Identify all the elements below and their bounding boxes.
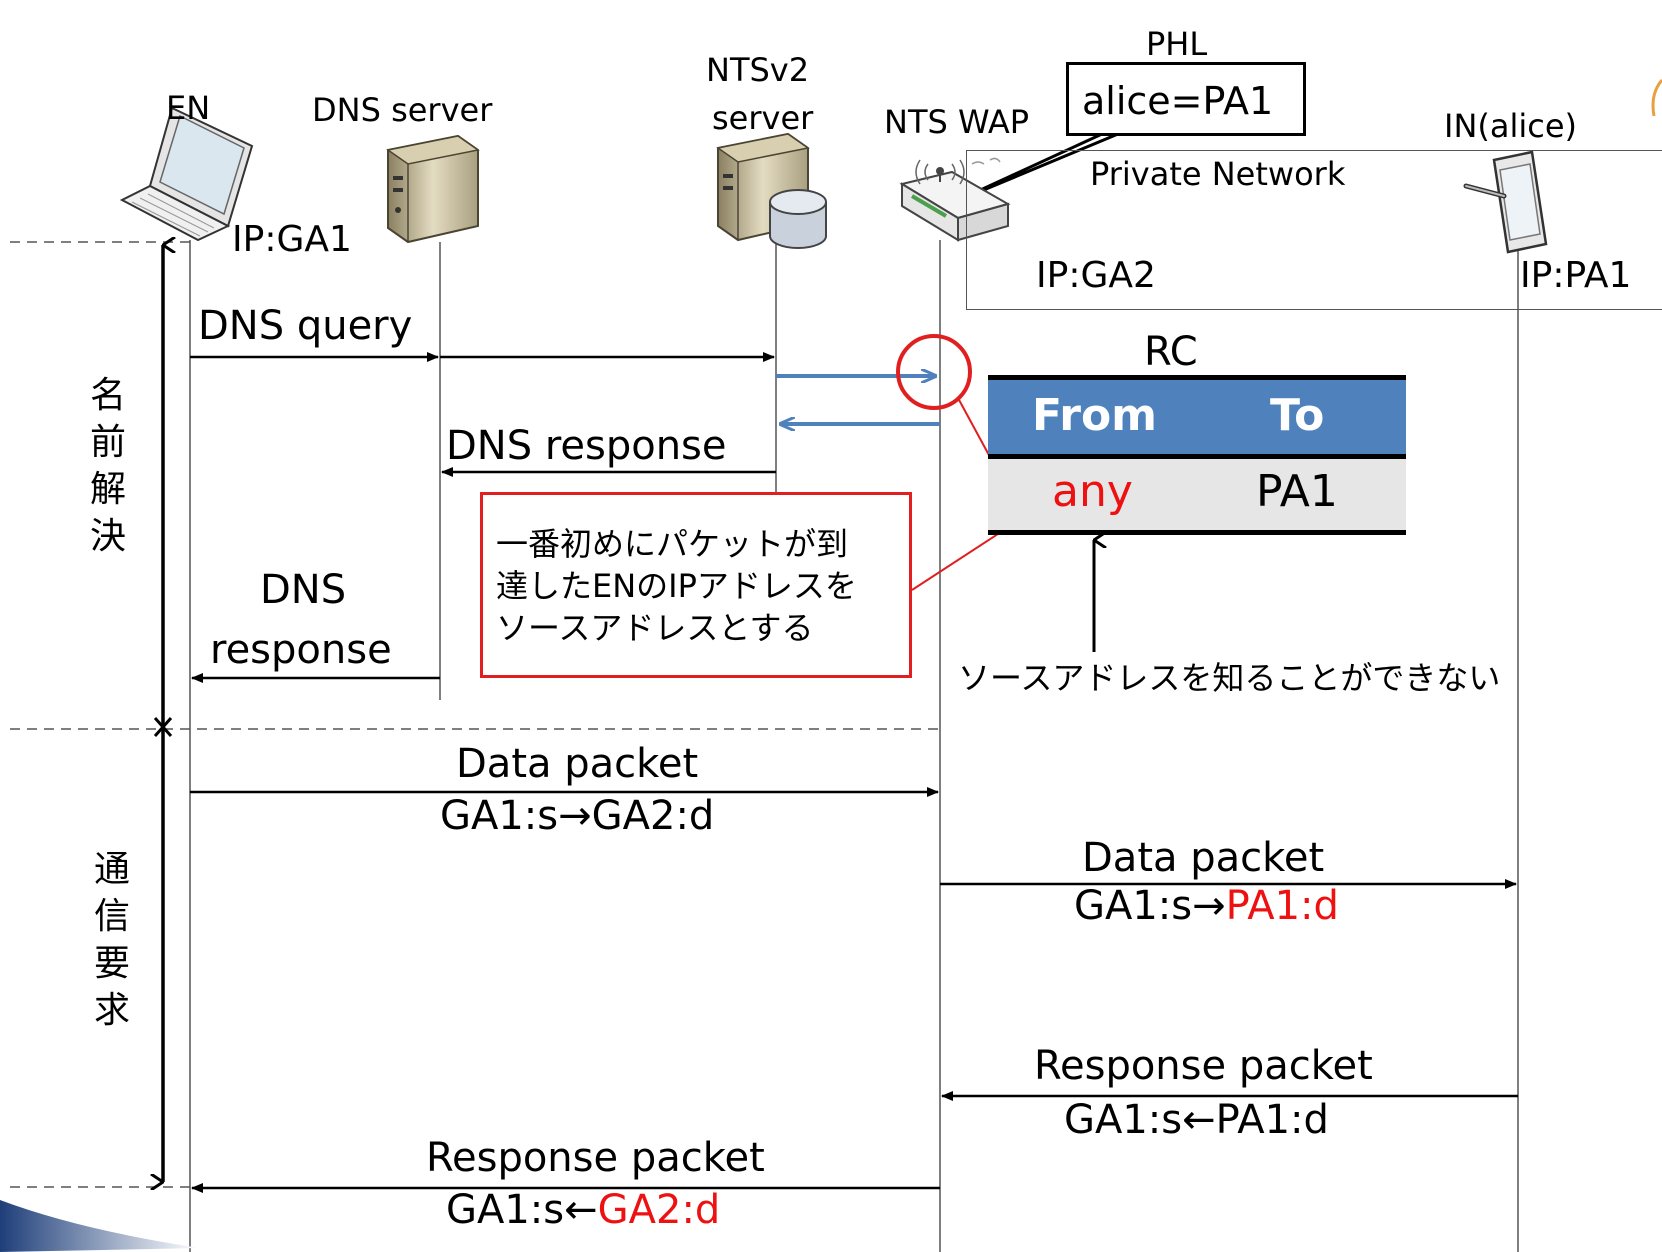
caption-unknown-source: ソースアドレスを知ることができない — [958, 659, 1501, 697]
decorative-wedge — [0, 1200, 200, 1252]
msg-data-packet-2: Data packet — [1082, 835, 1325, 881]
address-wap: IP:GA2 — [1036, 255, 1156, 296]
laptop-icon — [119, 106, 254, 242]
node-label-nts-wap: NTS WAP — [884, 103, 1030, 141]
phase-char: 求 — [93, 990, 130, 1031]
private-network-box — [966, 150, 1662, 310]
dns-server-icon — [386, 134, 480, 244]
node-label-ntsv2-line2: server — [712, 99, 814, 137]
database-icon — [769, 189, 827, 249]
rc-cell-to: PA1 — [1256, 466, 1338, 517]
message-arrows — [190, 352, 1518, 1193]
phase-char: 名 — [89, 375, 126, 416]
node-label-in-alice: IN(alice) — [1444, 107, 1578, 145]
phase-char: 通 — [93, 849, 130, 890]
msg-response-packet-2-addr: GA1:s←GA2:d — [446, 1190, 720, 1230]
phase-char: 前 — [89, 422, 126, 463]
addr-part: GA1:s← — [446, 1187, 598, 1233]
phase-axis-cross — [153, 717, 173, 737]
phase-label-name-resolution: 名 前 解 決 — [88, 372, 128, 560]
rc-header-from: From — [1032, 390, 1158, 441]
msg-dns-response-2-line1: DNS — [260, 567, 347, 613]
rc-table-rule-mid — [988, 454, 1406, 459]
rc-table-rule-bottom — [988, 530, 1406, 535]
msg-dns-response-2-line2: response — [210, 627, 392, 673]
highlight-circle — [896, 334, 972, 410]
lifelines — [189, 240, 1519, 1252]
highlight-connector — [957, 397, 991, 458]
addr-part-highlight: GA2:d — [597, 1187, 721, 1233]
msg-data-packet-1: Data packet — [456, 741, 699, 787]
phase-char: 要 — [93, 943, 130, 984]
node-label-ntsv2-line1: NTSv2 — [706, 51, 810, 89]
phl-callout-box — [1066, 62, 1306, 136]
rc-cell-from: any — [1052, 466, 1133, 517]
note-box — [480, 492, 912, 678]
node-label-dns-server: DNS server — [312, 91, 493, 129]
msg-response-packet-2: Response packet — [426, 1135, 765, 1181]
rc-title: RC — [1144, 329, 1198, 375]
msg-dns-query: DNS query — [198, 303, 413, 349]
addr-part: GA1:s→ — [1074, 883, 1226, 929]
address-en: IP:GA1 — [232, 219, 352, 260]
rc-header-to: To — [1270, 390, 1325, 441]
tablet-icon — [1463, 150, 1548, 254]
note-line-2: 達したENのIPアドレスを — [496, 567, 857, 605]
phase-char: 決 — [89, 516, 126, 557]
phl-entry: alice=PA1 — [1082, 79, 1274, 123]
address-in: IP:PA1 — [1520, 255, 1632, 296]
note-line-1: 一番初めにパケットが到 — [496, 525, 849, 563]
msg-data-packet-2-addr: GA1:s→PA1:d — [1074, 886, 1339, 926]
wap-router-icon — [899, 157, 1011, 242]
phase-char: 信 — [93, 896, 130, 937]
msg-response-packet-1: Response packet — [1034, 1043, 1373, 1089]
private-network-label: Private Network — [1090, 155, 1346, 193]
msg-dns-response-1: DNS response — [446, 423, 727, 469]
rc-table-rule-top — [988, 375, 1406, 380]
phase-separators — [10, 241, 940, 1188]
phase-char: 解 — [89, 469, 126, 510]
msg-data-packet-1-addr: GA1:s→GA2:d — [440, 793, 715, 839]
decorative-arc — [1651, 79, 1662, 117]
ntsv2-wap-arrows — [776, 376, 940, 424]
node-label-en: EN — [166, 89, 211, 127]
phase-label-communication-request: 通 信 要 求 — [92, 846, 132, 1034]
msg-response-packet-1-addr: GA1:s←PA1:d — [1064, 1097, 1329, 1143]
rc-table-header — [988, 380, 1406, 456]
phl-title: PHL — [1146, 25, 1208, 63]
rc-table-row — [988, 456, 1406, 532]
note-line-3: ソースアドレスとする — [496, 609, 814, 647]
addr-part-highlight: PA1:d — [1225, 883, 1339, 929]
